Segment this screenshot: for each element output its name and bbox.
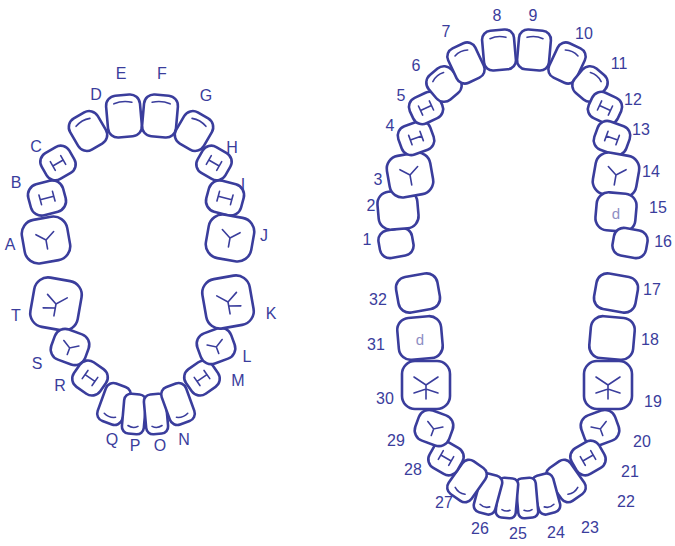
tooth-label: L — [243, 348, 252, 366]
tooth-label: 2 — [367, 197, 376, 215]
tooth-label: R — [54, 377, 66, 395]
tooth-label: 16 — [654, 233, 672, 251]
tooth-label: 3 — [374, 171, 383, 189]
tooth-label: N — [178, 431, 190, 449]
tooth-label: 18 — [641, 331, 659, 349]
tooth-label: Q — [106, 431, 118, 449]
tooth-label: 15 — [649, 199, 667, 217]
tooth-label: I — [241, 176, 245, 194]
tooth-label: O — [154, 437, 166, 455]
tooth-label: 13 — [632, 121, 650, 139]
tooth-label: 22 — [617, 493, 635, 511]
tooth-label: 29 — [387, 432, 405, 450]
tooth-label: G — [200, 87, 212, 105]
tooth-label: 28 — [404, 461, 422, 479]
tooth-label: 4 — [386, 117, 395, 135]
tooth-label: 24 — [547, 524, 565, 542]
tooth-label: 7 — [442, 23, 451, 41]
tooth-label: 10 — [575, 25, 593, 43]
tooth-label: P — [130, 437, 141, 455]
tooth-label: 31 — [367, 336, 385, 354]
tooth-label: J — [260, 227, 268, 245]
tooth-label: B — [11, 174, 22, 192]
tooth-label: K — [266, 305, 277, 323]
tooth-label: 17 — [643, 281, 661, 299]
tooth-label: 12 — [624, 91, 642, 109]
tooth-label: 1 — [363, 231, 372, 249]
tooth-label: 27 — [435, 494, 453, 512]
tooth-label: d — [416, 331, 424, 349]
tooth-label: 14 — [642, 163, 660, 181]
tooth-label: T — [11, 307, 21, 325]
tooth-label: d — [612, 205, 620, 223]
tooth-label: 25 — [509, 525, 527, 543]
tooth-label: F — [157, 65, 167, 83]
tooth-label: M — [231, 372, 244, 390]
tooth-label: 6 — [412, 57, 421, 75]
tooth-label: 26 — [471, 520, 489, 538]
tooth-label: 21 — [621, 463, 639, 481]
tooth-label: 20 — [633, 433, 651, 451]
tooth-label: D — [90, 86, 102, 104]
tooth-label: 30 — [376, 390, 394, 408]
tooth-label: A — [5, 236, 16, 254]
tooth-label: 8 — [493, 7, 502, 25]
tooth-label: H — [226, 139, 238, 157]
tooth-label: 32 — [369, 291, 387, 309]
tooth-label: 9 — [529, 7, 538, 25]
tooth-label: C — [30, 138, 42, 156]
tooth-label: 5 — [397, 87, 406, 105]
tooth-label: S — [32, 355, 43, 373]
tooth-label: E — [116, 65, 127, 83]
tooth-label: 11 — [611, 55, 628, 73]
tooth-label: 19 — [644, 393, 662, 411]
tooth-label: 23 — [581, 519, 599, 537]
